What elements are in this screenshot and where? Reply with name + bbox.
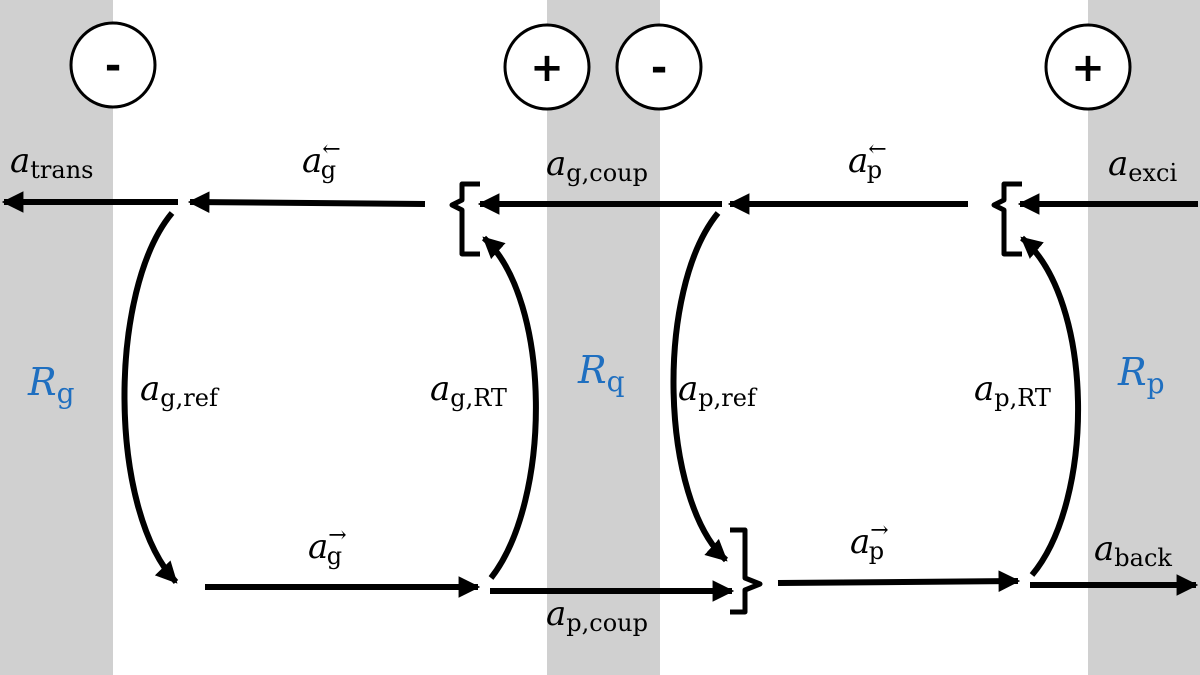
label-a-p-left: a←p [848,137,887,184]
sign-minus-left: - [69,21,157,109]
label-a-p-RT: ap,RT [974,369,1051,412]
sign-minus-middle: - [615,23,703,111]
region-label-p: Rp [1117,350,1165,400]
label-a-g-right: a→g [308,523,347,570]
label-a-p-coup: ap,coup [546,594,648,637]
bracket-bottom-middle [730,527,763,615]
label-a-p-ref: ap,ref [678,369,758,412]
bracket-top-middle [449,181,480,257]
label-a-trans: atrans [10,141,93,184]
label-a-exci: aexci [1108,144,1177,187]
curve-a-p-RT [1020,235,1081,577]
label-a-g-RT: ag,RT [430,369,507,412]
band-right [1088,0,1200,675]
sign-plus-middle: + [503,23,591,111]
arrow-a-p-right [777,570,1021,592]
sign-text: - [651,45,668,91]
bracket-top-right [991,181,1022,257]
label-a-g-ref: ag,ref [140,369,220,412]
arrow-a-g-left [187,191,426,213]
sign-text: - [105,43,122,89]
region-label-q: Rq [577,348,625,398]
label-a-back: aback [1094,529,1172,572]
label-a-g-coup: ag,coup [546,144,648,187]
curve-a-g-RT [481,235,539,580]
region-label-g: Rg [27,360,75,410]
band-middle [547,0,660,675]
label-a-g-left: a←g [302,137,341,184]
curve-a-g-ref [121,211,179,585]
sign-plus-right: + [1044,23,1132,111]
label-a-p-right: a→p [850,518,889,565]
sign-text: + [1071,45,1105,91]
curve-a-p-ref [670,211,729,563]
sign-text: + [530,45,564,91]
band-left [0,0,113,675]
